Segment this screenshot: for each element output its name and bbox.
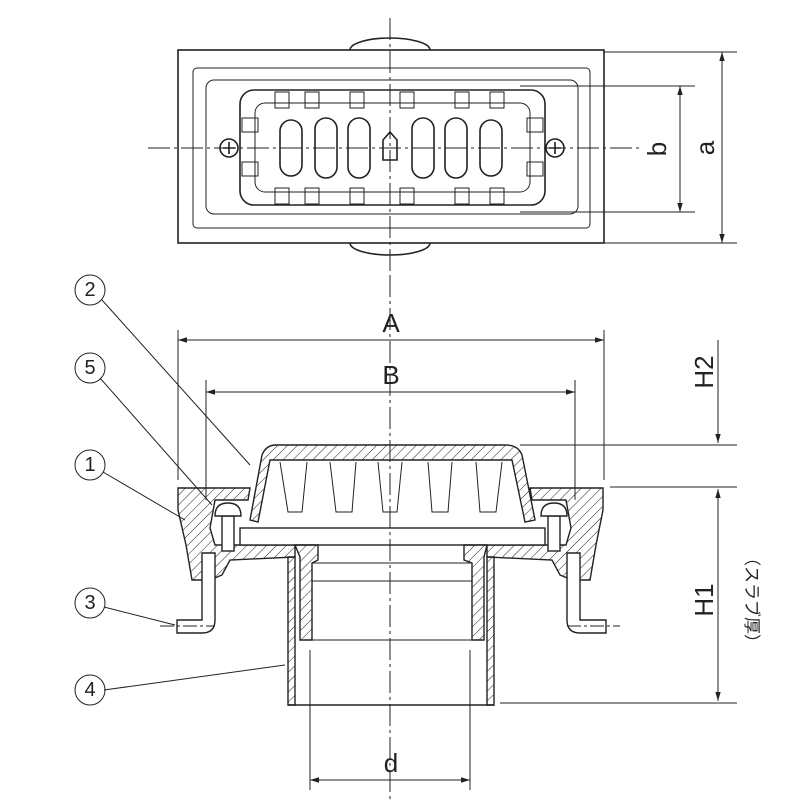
callout-2: 2 [74, 274, 106, 306]
svg-text:4: 4 [84, 679, 95, 701]
svg-text:1: 1 [84, 454, 95, 476]
dim-A: A [382, 308, 400, 338]
dim-H2: H2 [689, 355, 719, 388]
top-view: b a [148, 18, 737, 278]
section-view: A B H2 [160, 275, 762, 800]
svg-text:2: 2 [84, 279, 95, 301]
slab-thickness-note: （スラブ厚） [741, 549, 762, 651]
dim-b: b [642, 142, 672, 156]
callout-3: 3 [74, 587, 106, 619]
callout-5: 5 [74, 352, 106, 384]
dim-a: a [690, 140, 720, 155]
svg-text:5: 5 [84, 357, 95, 379]
callout-1: 1 [74, 449, 106, 481]
part-callouts: 2 5 1 3 4 [74, 274, 286, 706]
dim-d: d [384, 748, 398, 778]
svg-text:3: 3 [84, 592, 95, 614]
dim-B: B [382, 360, 399, 390]
grate-ribs [279, 461, 503, 513]
callout-4: 4 [74, 674, 106, 706]
dim-H1: H1 [689, 583, 719, 616]
